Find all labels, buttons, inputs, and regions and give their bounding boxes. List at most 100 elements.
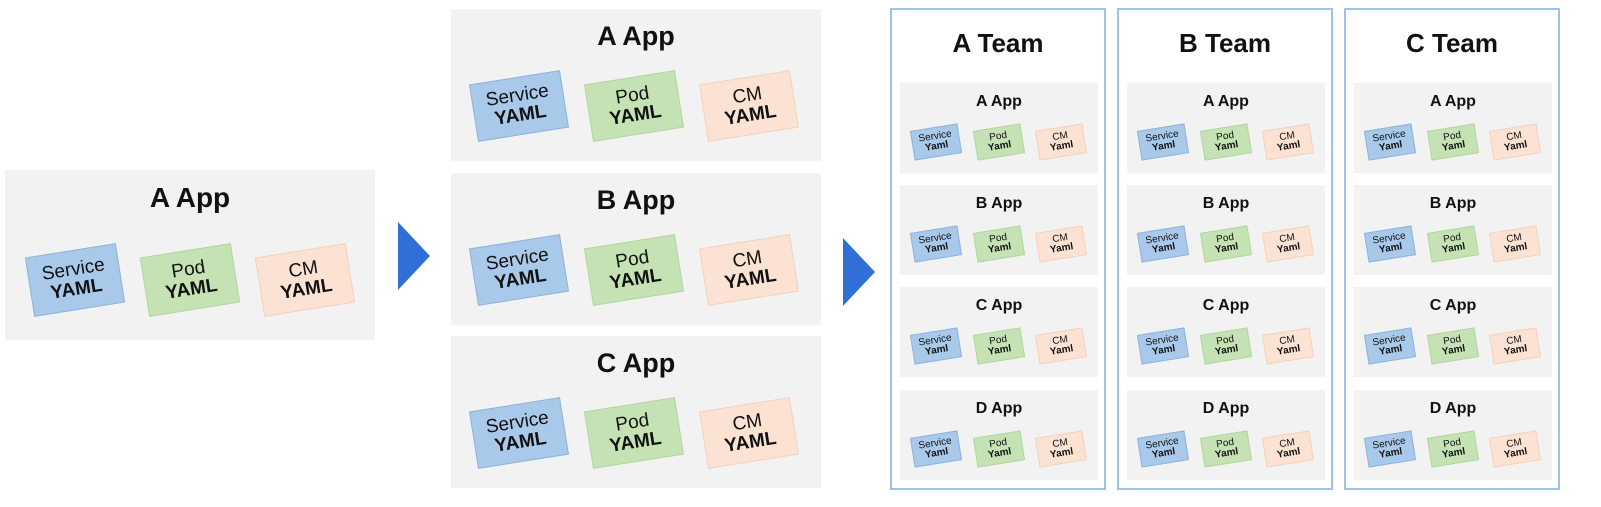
service-yaml-card: Service YAML	[24, 243, 126, 317]
app-title: C App	[596, 348, 676, 378]
card-format: YAML	[723, 427, 778, 457]
stage2-app-panel: C App Service YAML Pod YAML CM YAML	[451, 336, 821, 488]
app-title: A App	[1203, 93, 1249, 110]
card-format: Yaml	[987, 343, 1013, 358]
card-format: Yaml	[987, 241, 1013, 256]
card-format: YAML	[723, 264, 778, 294]
arrow-right-icon	[398, 222, 430, 290]
cm-yaml-card: CM YAML	[699, 397, 799, 469]
app-title: D App	[975, 400, 1023, 417]
card-format: Yaml	[1214, 241, 1240, 256]
card-format: Yaml	[1049, 446, 1075, 461]
card-format: Yaml	[1151, 139, 1177, 154]
team-title: A Team	[952, 28, 1044, 58]
cm-yaml-card: CM YAML	[699, 70, 799, 142]
pod-yaml-card: Pod YAML	[584, 397, 684, 469]
app-title: B App	[1202, 195, 1250, 212]
card-format: Yaml	[1441, 446, 1467, 461]
card-format: Yaml	[1378, 139, 1404, 154]
pod-yaml-card: Pod YAML	[584, 234, 684, 306]
card-format: Yaml	[1503, 343, 1529, 358]
cm-yaml-card: CM YAML	[699, 234, 799, 306]
card-format: Yaml	[1276, 241, 1302, 256]
app-title: C App	[1202, 297, 1250, 314]
card-format: Yaml	[1503, 446, 1529, 461]
card-format: Yaml	[1151, 446, 1177, 461]
service-yaml-card: Service YAML	[469, 397, 569, 469]
card-format: Yaml	[924, 343, 950, 358]
card-format: Yaml	[924, 241, 950, 256]
app-title: D App	[1202, 400, 1250, 417]
team-title: C Team	[1406, 28, 1498, 58]
app-title: A App	[597, 21, 675, 51]
card-format: Yaml	[1378, 343, 1404, 358]
card-format: Yaml	[924, 446, 950, 461]
stage2-app-panel: B App Service YAML Pod YAML CM YAML	[451, 173, 821, 325]
card-format: Yaml	[1151, 343, 1177, 358]
cm-yaml-card: CM YAML	[254, 243, 356, 317]
app-title: B App	[975, 195, 1023, 212]
card-format: Yaml	[1049, 343, 1075, 358]
card-format: Yaml	[1276, 343, 1302, 358]
card-format: YAML	[723, 100, 778, 130]
card-format: Yaml	[1441, 139, 1467, 154]
stage2-app-panel: A App Service YAML Pod YAML CM YAML	[451, 9, 821, 161]
card-format: Yaml	[1441, 343, 1467, 358]
app-title: C App	[1429, 297, 1477, 314]
card-format: Yaml	[1378, 241, 1404, 256]
card-format: Yaml	[1214, 139, 1240, 154]
card-format: Yaml	[1276, 446, 1302, 461]
app-title: B App	[1429, 195, 1477, 212]
card-format: Yaml	[1151, 241, 1177, 256]
app-title: A App	[976, 93, 1022, 110]
card-format: Yaml	[987, 446, 1013, 461]
app-title: D App	[1429, 400, 1477, 417]
service-yaml-card: Service YAML	[469, 234, 569, 306]
card-format: Yaml	[1441, 241, 1467, 256]
card-format: Yaml	[1276, 139, 1302, 154]
card-format: Yaml	[1378, 446, 1404, 461]
card-format: Yaml	[1214, 446, 1240, 461]
app-title: A App	[149, 182, 231, 213]
stage1-app-panel: A App Service YAML Pod YAML CM YAML	[5, 170, 375, 340]
arrow-right-icon	[843, 238, 875, 306]
app-title: A App	[1430, 93, 1476, 110]
card-format: Yaml	[1503, 139, 1529, 154]
